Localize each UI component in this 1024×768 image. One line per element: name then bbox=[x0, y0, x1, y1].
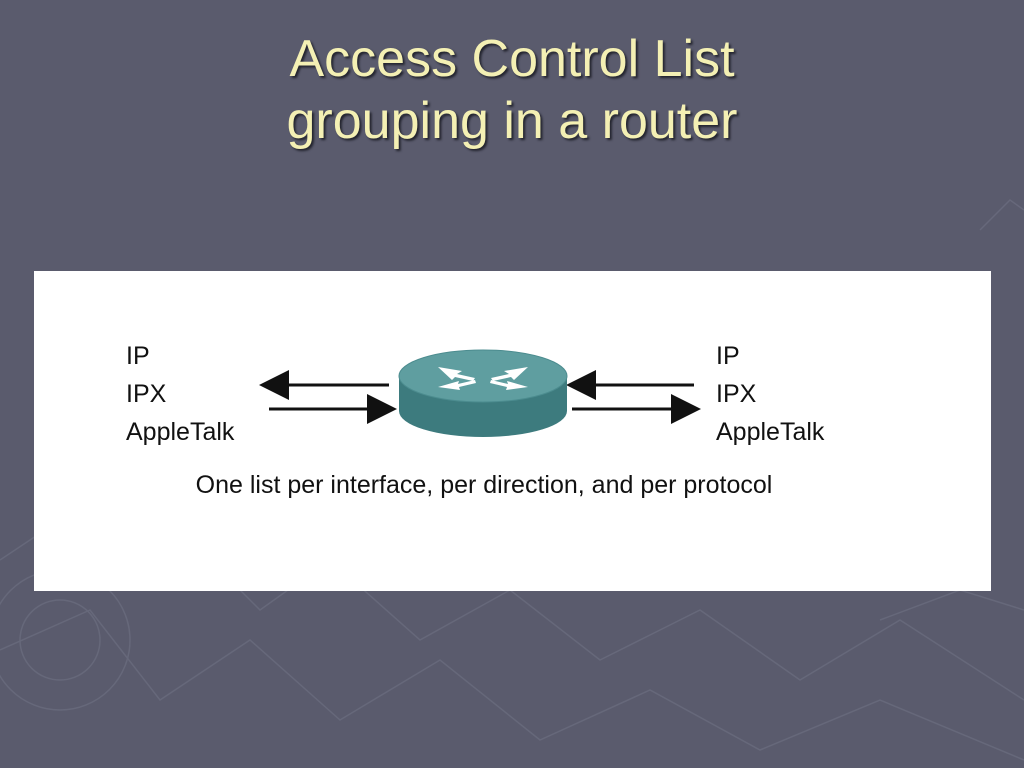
right-protocol-appletalk: AppleTalk bbox=[716, 418, 825, 446]
diagram-panel: IP IPX AppleTalk IP IPX AppleTalk One li… bbox=[34, 271, 991, 591]
left-arrows bbox=[259, 370, 397, 424]
diagram-caption: One list per interface, per direction, a… bbox=[195, 471, 773, 499]
title-line-2: grouping in a router bbox=[286, 92, 738, 150]
slide-title: Access Control List grouping in a router bbox=[0, 28, 1024, 152]
right-protocol-ip: IP bbox=[716, 342, 740, 370]
right-protocol-ipx: IPX bbox=[716, 380, 757, 408]
left-protocol-ipx: IPX bbox=[126, 380, 167, 408]
right-protocol-list: IP IPX AppleTalk bbox=[716, 337, 824, 451]
right-arrows bbox=[566, 370, 701, 424]
left-protocol-appletalk: AppleTalk bbox=[126, 418, 235, 446]
left-protocol-list: IP IPX AppleTalk bbox=[126, 337, 234, 451]
router-icon bbox=[398, 349, 568, 437]
title-line-1: Access Control List bbox=[289, 30, 735, 88]
router-diagram bbox=[259, 349, 701, 437]
left-protocol-ip: IP bbox=[126, 342, 150, 370]
